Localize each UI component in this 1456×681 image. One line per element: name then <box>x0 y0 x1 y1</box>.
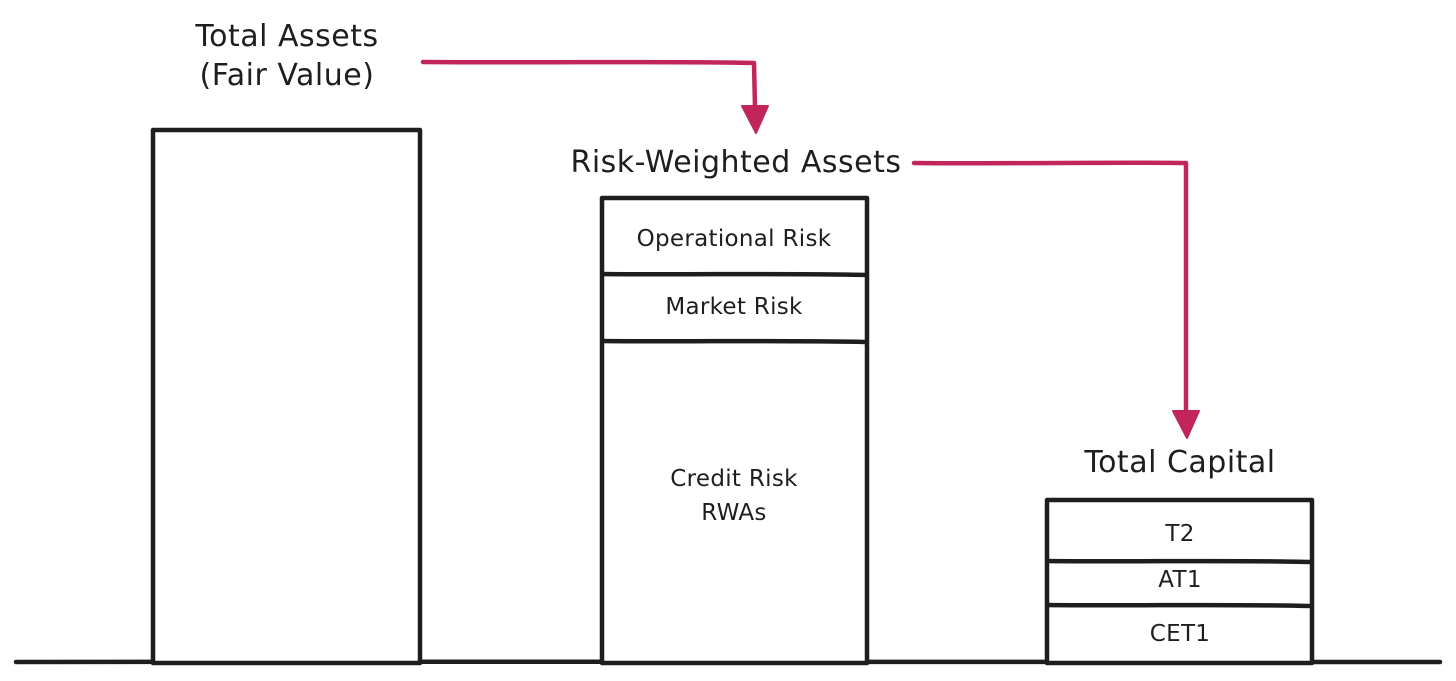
total-assets-box <box>150 127 423 666</box>
total-assets-title-line2: (Fair Value) <box>200 58 375 93</box>
rwa-segment-credit-risk-line2: RWAs <box>701 500 766 526</box>
capital-segment-cet1: CET1 <box>1150 621 1210 647</box>
capital-segment-t2: T2 <box>1164 521 1194 547</box>
rwa-title: Risk-Weighted Assets <box>571 145 902 180</box>
arrow-rwa-to-total-capital-head <box>1172 410 1200 439</box>
total-capital-title: Total Capital <box>1083 445 1275 480</box>
rwa-divider-operational-market <box>600 271 869 278</box>
total-assets-title-line1: Total Assets <box>194 19 378 54</box>
total-capital-box <box>1044 497 1315 666</box>
arrow-total-assets-to-rwa-head <box>741 105 769 134</box>
arrow-total-assets-to-rwa <box>420 59 758 111</box>
rwa-box <box>599 195 870 666</box>
capital-divider-at1-cet1 <box>1045 602 1314 609</box>
capital-divider-t2-at1 <box>1045 558 1314 565</box>
rwa-divider-market-credit <box>600 338 869 345</box>
rwa-segment-credit-risk-line1: Credit Risk <box>670 466 798 492</box>
arrow-rwa-to-total-capital <box>911 160 1189 415</box>
rwa-segment-operational-risk: Operational Risk <box>637 226 832 252</box>
capital-segment-at1: AT1 <box>1158 567 1202 593</box>
rwa-segment-market-risk: Market Risk <box>665 294 803 320</box>
